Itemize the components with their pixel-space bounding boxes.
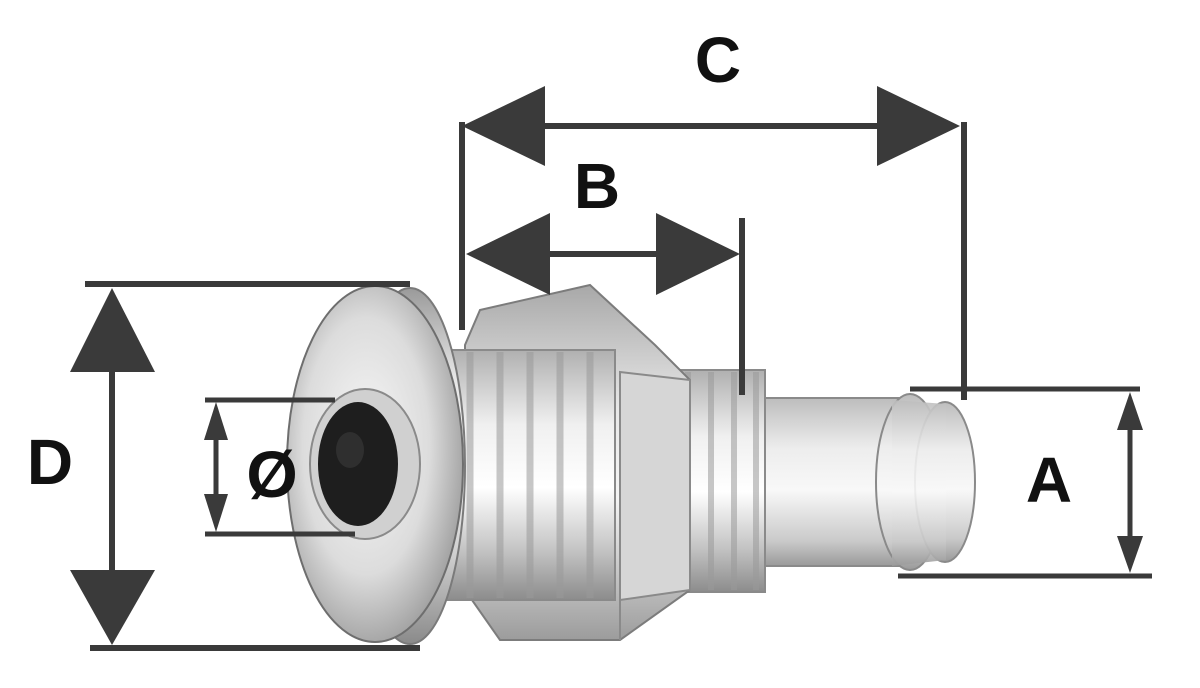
dimension-b <box>466 213 745 395</box>
dimension-diameter <box>204 397 355 537</box>
front-thread <box>439 349 616 601</box>
dimension-a <box>898 386 1152 579</box>
label-c: C <box>695 24 741 96</box>
hose-tail <box>729 393 976 571</box>
thru-hull-fitting-icon <box>286 283 976 645</box>
label-diameter: Ø <box>246 437 297 511</box>
label-d: D <box>27 426 73 498</box>
label-a: A <box>1026 444 1072 516</box>
dimension-c <box>459 86 967 400</box>
dimension-d <box>70 281 420 651</box>
flange-head <box>286 285 466 645</box>
dimension-lines <box>70 86 1152 651</box>
label-b: B <box>574 150 620 222</box>
